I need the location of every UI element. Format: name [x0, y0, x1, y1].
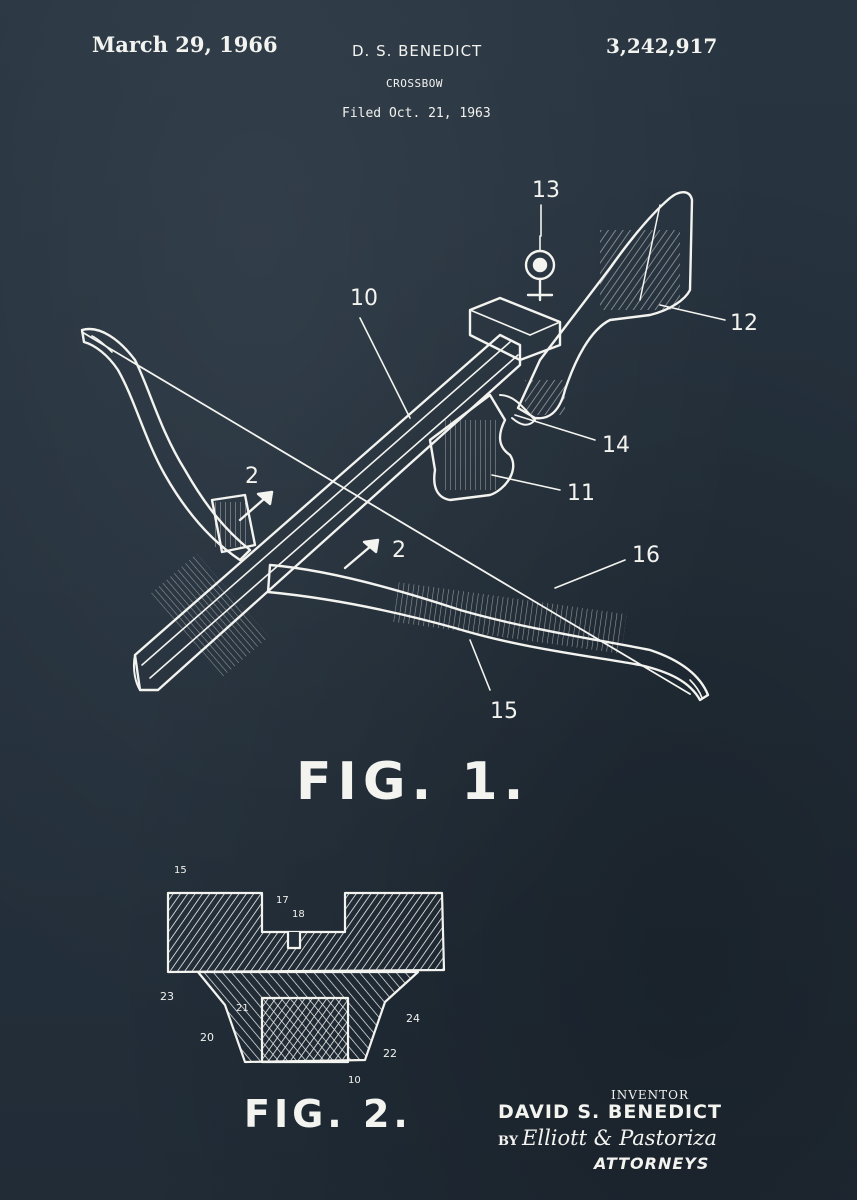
leader-11: [491, 474, 561, 491]
patent-date: March 29, 1966: [92, 32, 278, 57]
leader-14: [514, 414, 596, 441]
leader-10: [359, 317, 411, 419]
invention-title: CROSSBOW: [386, 77, 443, 90]
trigger: [499, 394, 536, 426]
attorneys-label: ATTORNEYS: [594, 1154, 710, 1173]
fig1-crossbow: [80, 191, 726, 702]
ref-2-upper: 2: [245, 464, 259, 489]
ref-15: 15: [490, 699, 518, 724]
filed-date: Filed Oct. 21, 1963: [342, 106, 491, 121]
fig2-section: [166, 891, 446, 1064]
inventor-heading: INVENTOR: [611, 1088, 690, 1102]
sight-ring: [524, 235, 556, 302]
fig2-ref-17: 17: [276, 895, 289, 906]
fig2-ref-20: 20: [200, 1031, 214, 1044]
leader-16: [554, 559, 626, 589]
fig2-ref-23: 23: [160, 990, 174, 1003]
patent-number: 3,242,917: [606, 34, 718, 58]
fig2-ref-15: 15: [174, 865, 187, 876]
ref-13: 13: [532, 178, 560, 203]
fig2-ref-22: 22: [383, 1047, 397, 1060]
fig2-ref-21: 21: [236, 1003, 249, 1014]
fig1-label: FIG. 1.: [296, 752, 530, 812]
bow-limb-left: [80, 327, 252, 562]
ref-2-lower: 2: [392, 538, 406, 563]
leader-15: [469, 639, 491, 691]
attorney-firm: Elliott & Pastoriza: [522, 1126, 717, 1150]
fig2-label: FIG. 2.: [244, 1092, 412, 1136]
header-inventor-name: D. S. BENEDICT: [352, 42, 483, 60]
fig2-ref-24: 24: [406, 1012, 420, 1025]
fig2-ref-10: 10: [348, 1075, 361, 1086]
by-label: BY: [498, 1134, 519, 1149]
section-barrel: [260, 996, 350, 1064]
ref-11: 11: [567, 481, 595, 506]
section-arrow-lower: [343, 538, 380, 570]
inventor-full-name: DAVID S. BENEDICT: [498, 1101, 722, 1123]
ref-12: 12: [730, 311, 758, 336]
section-upper: [166, 891, 446, 974]
fig2-ref-18: 18: [292, 909, 305, 920]
ref-16: 16: [632, 543, 660, 568]
ref-10: 10: [350, 286, 378, 311]
ref-14: 14: [602, 433, 630, 458]
leader-12: [659, 304, 726, 321]
sight-block: [468, 296, 562, 362]
